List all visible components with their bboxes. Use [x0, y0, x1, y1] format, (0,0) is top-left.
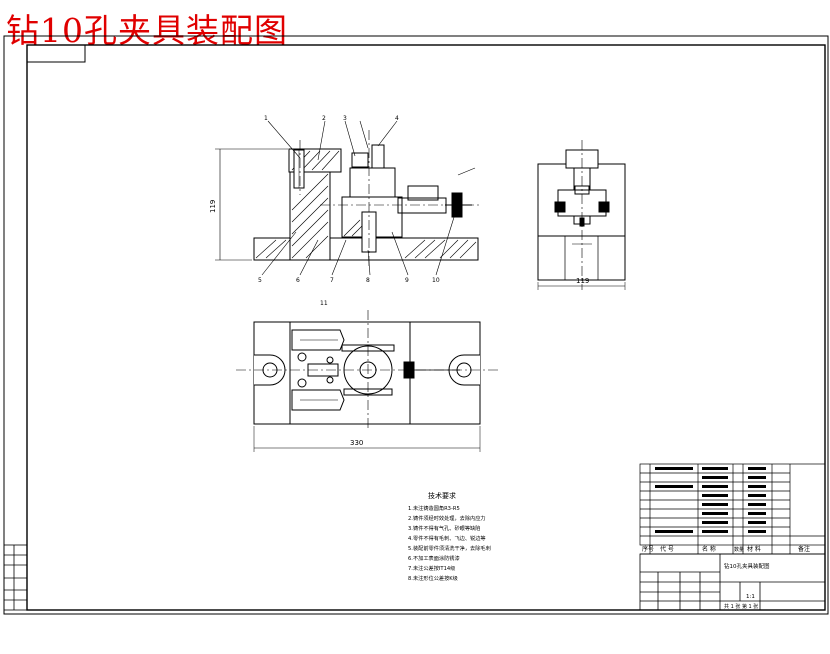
- inner-frame: [26, 44, 826, 611]
- header-material: 材 料: [747, 545, 761, 553]
- header-remark: 备注: [798, 545, 810, 553]
- callout-5: 5: [258, 277, 262, 284]
- callout-1: 1: [264, 115, 268, 122]
- tech-req-item: 7.未注公差按IT14级: [408, 564, 455, 572]
- title-block-name: 钻10孔夹具装配图: [724, 562, 770, 570]
- parts-list: [639, 463, 826, 555]
- top-view: [236, 310, 498, 452]
- title-block: [639, 553, 826, 611]
- tech-req-item: 6.不加工表面涂防锈漆: [408, 554, 460, 562]
- callout-8: 8: [366, 277, 370, 284]
- title-block-scale: 1:1: [746, 594, 755, 600]
- dim-side-width: 119: [576, 277, 589, 285]
- callout-4: 4: [395, 115, 399, 122]
- tech-req-item: 1.未注铸造圆角R3-R5: [408, 504, 460, 512]
- callout-11: 11: [320, 300, 328, 307]
- drawing-title: 钻10孔夹具装配图: [6, 11, 288, 50]
- front-view: [215, 120, 480, 276]
- tech-req-item: 5.装配前零件须清洗干净，去除毛刺: [408, 544, 491, 552]
- callout-3: 3: [343, 115, 347, 122]
- tech-req-heading: 技术要求: [428, 491, 456, 500]
- tech-req-item: 2.铸件须经时效处理，去除内应力: [408, 514, 486, 522]
- callout-labels: 1 2 3 4 5 6 7 8 9 10 11: [258, 115, 440, 307]
- callout-2: 2: [322, 115, 326, 122]
- callout-6: 6: [296, 277, 300, 284]
- header-qty: 数量: [734, 546, 744, 553]
- callout-7: 7: [330, 277, 334, 284]
- title-block-sheet: 共 1 张 第 1 张: [724, 603, 758, 610]
- tech-requirements: 技术要求 1.未注铸造圆角R3-R5 2.铸件须经时效处理，去除内应力 3.铸件…: [408, 491, 491, 582]
- corner-label-box: [26, 44, 86, 63]
- header-name: 名 称: [702, 545, 716, 553]
- dim-height: 119: [209, 200, 217, 213]
- left-margin-table: [3, 544, 28, 611]
- header-index: 序号: [642, 545, 654, 553]
- callout-10: 10: [432, 277, 440, 284]
- tech-req-item: 4.零件不得有毛刺、飞边、锐边等: [408, 534, 486, 542]
- tech-req-item: 8.未注形位公差按K级: [408, 574, 458, 582]
- tech-req-item: 3.铸件不得有气孔、砂眼等缺陷: [408, 524, 480, 532]
- callout-9: 9: [405, 277, 409, 284]
- header-code: 代 号: [660, 545, 674, 553]
- side-view: [537, 140, 626, 290]
- outer-frame: [3, 35, 829, 615]
- dim-total-length: 330: [350, 439, 363, 447]
- parts-list-header: 序号 代 号 名 称 数量 材 料 备注: [642, 545, 810, 553]
